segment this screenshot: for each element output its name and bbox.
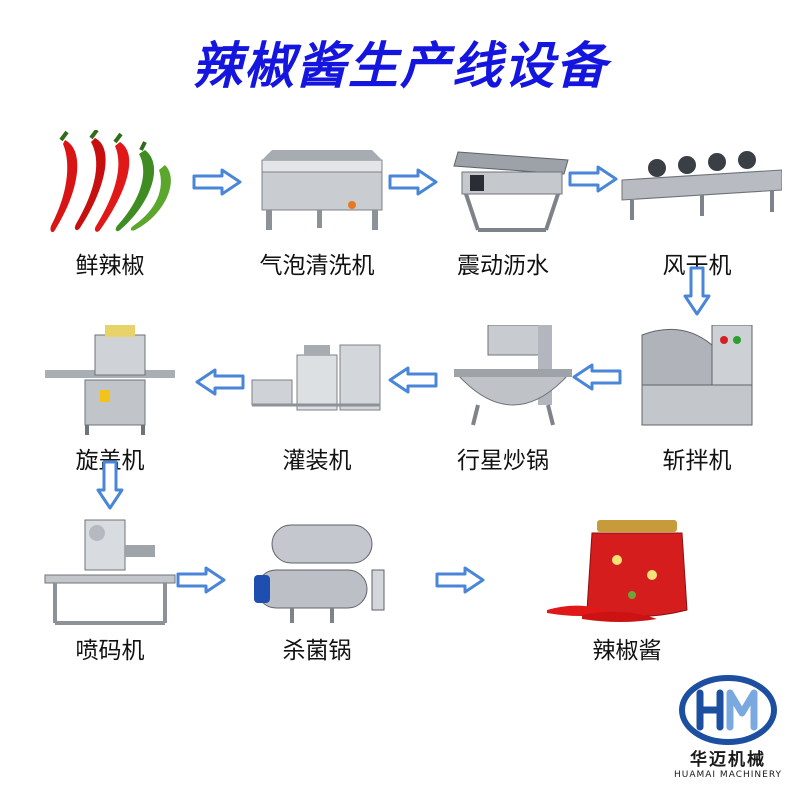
filling-machine-icon (232, 325, 402, 435)
step-label: 辣椒酱 (592, 638, 662, 664)
step-chili-sauce: 辣椒酱 (542, 515, 712, 665)
step-fresh-peppers: 鲜辣椒 (25, 128, 195, 280)
step-filling-machine: 灌装机 (232, 325, 402, 475)
sterilizer-icon (232, 515, 402, 625)
logo-mark-icon (679, 675, 777, 745)
logo-chinese-name: 华迈机械 (690, 750, 766, 770)
coding-machine-icon (25, 515, 195, 625)
arrow-right-icon (388, 168, 438, 196)
red-peppers-icon (25, 128, 195, 240)
company-logo: 华迈机械 HUAMAI MACHINERY (668, 675, 788, 790)
bubble-washer-icon (232, 130, 402, 240)
step-coding-machine: 喷码机 (25, 515, 195, 665)
step-vibrating-drain: 震动沥水 (418, 130, 588, 280)
step-planetary-wok: 行星炒锅 (418, 324, 588, 475)
step-label: 震动沥水 (457, 253, 549, 279)
arrow-down-icon (96, 460, 124, 510)
step-sterilizer: 杀菌锅 (232, 515, 402, 665)
arrow-down-icon (683, 266, 711, 316)
air-dryer-icon (612, 130, 783, 240)
page-title: 辣椒酱生产线设备 (192, 37, 608, 95)
step-air-dryer: 风干机 (612, 130, 783, 280)
step-label: 灌装机 (282, 448, 352, 474)
step-bubble-washer: 气泡清洗机 (232, 130, 402, 280)
arrow-right-icon (568, 165, 618, 193)
planetary-wok-icon (418, 324, 588, 435)
step-label: 斩拌机 (662, 448, 732, 474)
arrow-left-icon (572, 363, 622, 391)
arrow-right-icon (435, 566, 485, 594)
step-label: 杀菌锅 (282, 638, 352, 664)
vibrating-drain-icon (418, 130, 588, 240)
step-label: 喷码机 (75, 638, 145, 664)
capping-machine-icon (25, 325, 195, 435)
step-capping-machine: 旋盖机 (25, 325, 195, 475)
step-label: 气泡清洗机 (259, 253, 375, 279)
arrow-left-icon (388, 366, 438, 394)
chopper-icon (612, 324, 782, 435)
arrow-right-icon (192, 168, 242, 196)
step-label: 鲜辣椒 (75, 253, 145, 279)
step-label: 行星炒锅 (457, 448, 549, 474)
chili-sauce-jar-icon (542, 515, 712, 625)
arrow-left-icon (195, 368, 245, 396)
step-chopper: 斩拌机 (612, 324, 782, 475)
arrow-right-icon (176, 566, 226, 594)
logo-english-name: HUAMAI MACHINERY (673, 770, 782, 780)
